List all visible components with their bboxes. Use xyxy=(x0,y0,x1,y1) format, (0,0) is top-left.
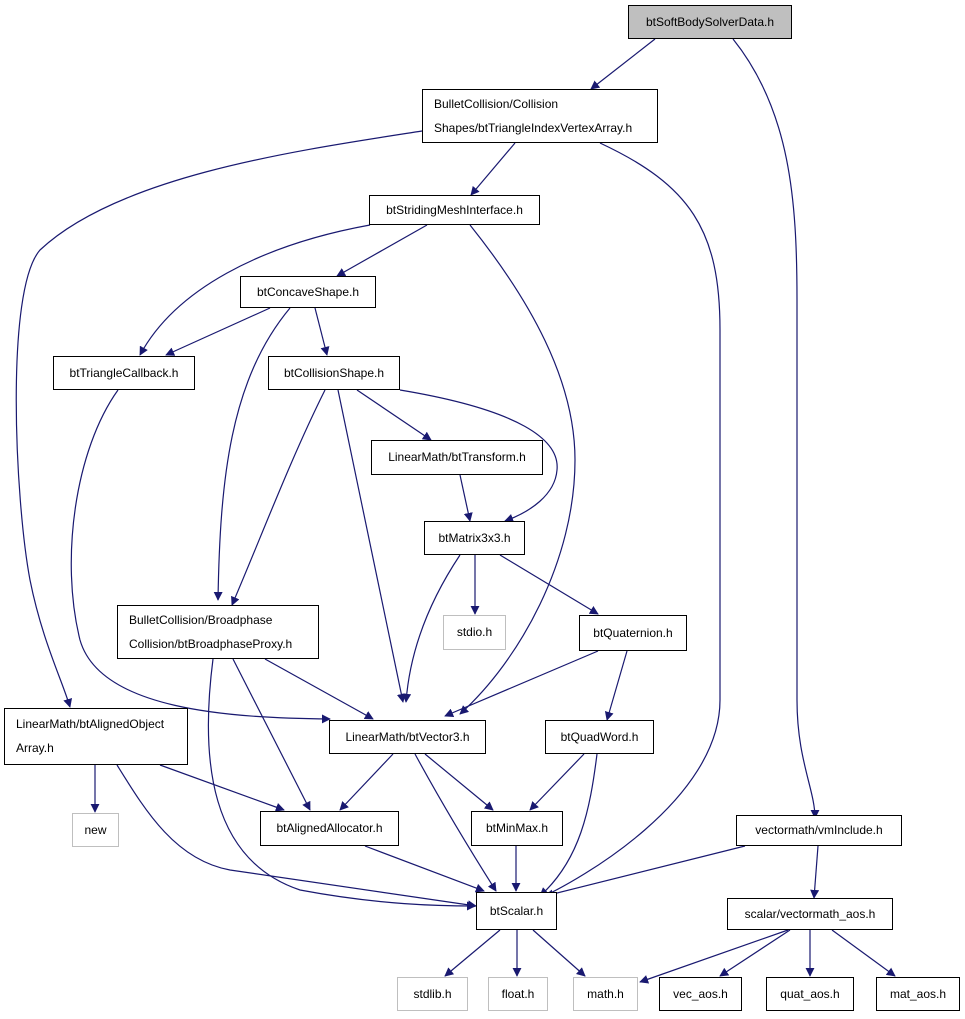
node-min-max[interactable]: btMinMax.h xyxy=(471,811,563,846)
edge-vectormathaos-to-mataos xyxy=(831,929,896,977)
node-mat-aos[interactable]: mat_aos.h xyxy=(876,977,960,1011)
edge-trianglecallback-to-vector3 xyxy=(70,389,331,724)
node-triangle-index-vertex-array-line1: BulletCollision/Collision xyxy=(434,97,559,111)
edge-quaternion-to-vector3 xyxy=(444,650,599,717)
edge-alignedobjectarray-to-scalar xyxy=(116,764,477,910)
node-striding-mesh-interface[interactable]: btStridingMeshInterface.h xyxy=(369,195,540,225)
edge-transform-to-matrix3x3 xyxy=(459,474,473,522)
node-triangle-callback[interactable]: btTriangleCallback.h xyxy=(53,356,195,390)
edge-stridingmesh-to-trianglecallback xyxy=(139,224,371,356)
node-matrix3x3[interactable]: btMatrix3x3.h xyxy=(424,521,525,555)
node-transform[interactable]: LinearMath/btTransform.h xyxy=(371,440,543,475)
edge-trianglevertexarray-to-stridingmesh xyxy=(470,142,516,196)
edge-concaveshape-to-trianglecallback xyxy=(165,307,271,356)
node-concave-shape[interactable]: btConcaveShape.h xyxy=(240,276,376,308)
node-aligned-object-array[interactable]: LinearMath/btAlignedObject Array.h xyxy=(4,708,188,765)
node-vector3[interactable]: LinearMath/btVector3.h xyxy=(329,720,486,754)
edge-broadphaseproxy-to-scalar xyxy=(207,658,476,911)
edge-trianglevertexarray-to-alignedobjectarray xyxy=(15,130,423,708)
node-aligned-allocator[interactable]: btAlignedAllocator.h xyxy=(260,811,399,846)
node-broadphase-proxy-line2: Collision/btBroadphaseProxy.h xyxy=(129,637,293,651)
node-new[interactable]: new xyxy=(72,813,119,847)
edge-concaveshape-to-collisionshape xyxy=(314,307,330,356)
node-vectormath-aos[interactable]: scalar/vectormath_aos.h xyxy=(727,898,893,930)
edge-vectormathaos-to-vecaos xyxy=(719,929,791,977)
node-scalar[interactable]: btScalar.h xyxy=(476,892,557,930)
node-vm-include[interactable]: vectormath/vmInclude.h xyxy=(736,815,902,846)
edge-vector3-to-scalar xyxy=(414,753,497,892)
edge-quadword-to-scalar xyxy=(539,753,598,897)
dependency-edges xyxy=(15,38,896,984)
edge-quadword-to-minmax xyxy=(529,753,585,811)
edge-scalar-to-stdlib xyxy=(444,929,501,977)
node-softbody-solver-data: btSoftBodySolverData.h xyxy=(628,5,792,39)
edge-alignedobjectarray-to-alignedallocator xyxy=(159,764,285,812)
node-triangle-index-vertex-array-line2: Shapes/btTriangleIndexVertexArray.h xyxy=(434,121,633,135)
node-aligned-object-array-line2: Array.h xyxy=(16,741,54,755)
edge-collisionshape-to-transform xyxy=(356,389,432,441)
edge-collisionshape-to-vector3 xyxy=(337,389,406,703)
node-stdlib[interactable]: stdlib.h xyxy=(397,977,468,1011)
node-collision-shape[interactable]: btCollisionShape.h xyxy=(268,356,400,390)
node-quat-aos[interactable]: quat_aos.h xyxy=(766,977,854,1011)
edge-matrix3x3-to-vector3 xyxy=(402,554,461,703)
node-stdio[interactable]: stdio.h xyxy=(443,615,506,650)
edge-vminclude-to-vectormathaos xyxy=(810,845,820,899)
node-float[interactable]: float.h xyxy=(488,977,548,1011)
node-math[interactable]: math.h xyxy=(573,977,638,1011)
edge-vector3-to-alignedallocator xyxy=(339,753,394,811)
node-quaternion[interactable]: btQuaternion.h xyxy=(579,615,687,651)
node-vec-aos[interactable]: vec_aos.h xyxy=(659,977,742,1011)
node-aligned-object-array-line1: LinearMath/btAlignedObject xyxy=(16,717,165,731)
edge-broadphaseproxy-to-vector3 xyxy=(264,658,374,720)
edge-vminclude-to-scalar xyxy=(544,845,746,899)
edge-alignedallocator-to-scalar xyxy=(364,845,485,893)
edge-softbody-to-trianglevertexarray xyxy=(590,38,656,90)
edge-stridingmesh-to-vector3 xyxy=(459,224,576,715)
edge-softbody-to-vminclude xyxy=(732,38,820,819)
edge-collisionshape-to-matrix3x3 xyxy=(399,389,558,523)
edge-broadphaseproxy-to-alignedallocator xyxy=(232,658,311,811)
edge-trianglevertexarray-to-scalar xyxy=(539,142,721,899)
edge-quaternion-to-quadword xyxy=(604,650,628,721)
edge-vector3-to-minmax xyxy=(424,753,494,811)
node-broadphase-proxy[interactable]: BulletCollision/Broadphase Collision/btB… xyxy=(117,605,319,659)
edge-scalar-to-math xyxy=(532,929,586,977)
node-triangle-index-vertex-array[interactable]: BulletCollision/Collision Shapes/btTrian… xyxy=(422,89,658,143)
node-broadphase-proxy-line1: BulletCollision/Broadphase xyxy=(129,613,273,627)
node-quad-word[interactable]: btQuadWord.h xyxy=(545,720,654,754)
edge-concaveshape-to-broadphaseproxy xyxy=(213,307,291,601)
edge-matrix3x3-to-quaternion xyxy=(499,554,599,615)
edge-vectormathaos-to-math xyxy=(639,929,789,984)
edge-collisionshape-to-broadphaseproxy xyxy=(231,389,326,606)
edge-stridingmesh-to-concaveshape xyxy=(336,224,428,277)
